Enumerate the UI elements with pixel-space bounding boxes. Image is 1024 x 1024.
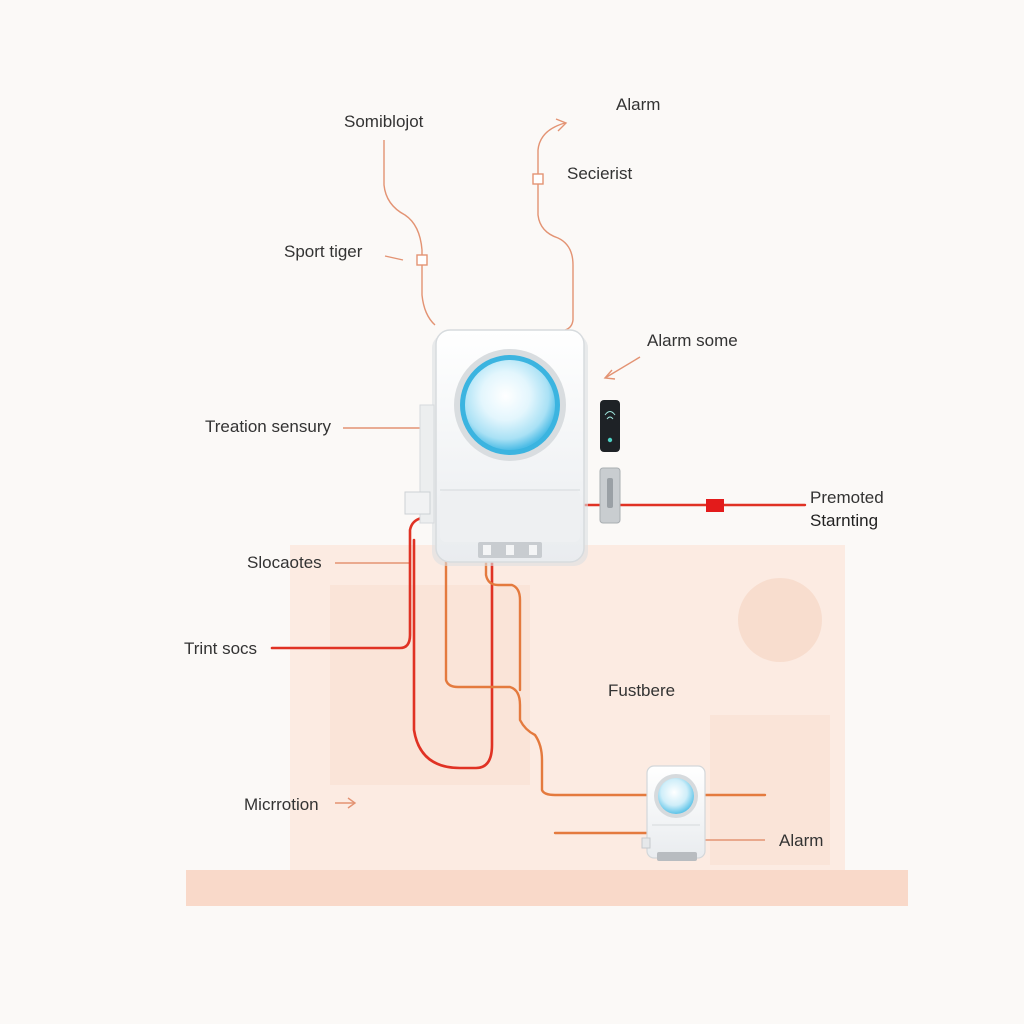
keypad-light: [607, 437, 613, 443]
callout-node-sport-tiger: [416, 254, 428, 266]
terminal-screw-2: [506, 545, 514, 555]
callout-line-secierist: [537, 122, 574, 331]
siren-bottom-panel: [440, 490, 580, 542]
callout-arrow-alarm-top: [555, 118, 568, 132]
label-alarm-top: Alarm: [616, 95, 660, 114]
label-fustbere: Fustbere: [608, 681, 675, 700]
diagram-labels: Somiblojot Alarm Secierist Sport tiger A…: [184, 95, 884, 850]
siren-side-clip: [404, 491, 431, 515]
label-secierist: Secierist: [567, 164, 632, 183]
small-sensor-base: [657, 852, 697, 861]
callout-line-sport-tiger: [384, 255, 404, 261]
wire-premoted-node: [706, 499, 724, 512]
label-premoted: Premoted: [810, 488, 884, 507]
label-trint-socs: Trint socs: [184, 639, 257, 658]
small-sensor-clip: [641, 837, 651, 849]
main-alarm-siren[interactable]: [404, 329, 588, 566]
label-alarm-some: Alarm some: [647, 331, 738, 350]
small-alarm-sensor-icon: [658, 778, 694, 814]
small-alarm-sensor[interactable]: [641, 765, 706, 861]
background-scene: [186, 545, 908, 906]
alarm-siren-icon: [465, 360, 555, 450]
terminal-screw-3: [529, 545, 537, 555]
label-somiblojot: Somiblojot: [344, 112, 424, 131]
callout-node-secierist: [532, 173, 544, 185]
peach-panel-inner: [330, 585, 530, 785]
wireless-keypad-icon: [600, 400, 620, 452]
callout-lines: [335, 118, 765, 841]
wire-orange-2: [484, 553, 522, 692]
door-contact-sensor[interactable]: [599, 467, 621, 524]
label-slocaotes: Slocaotes: [247, 553, 322, 572]
label-micrrotion: Micrrotion: [244, 795, 319, 814]
label-treation-sensury: Treation sensury: [205, 417, 331, 436]
label-starnting: Starnting: [810, 511, 878, 530]
terminal-screw-1: [483, 545, 491, 555]
wireless-keypad[interactable]: [600, 400, 620, 452]
callout-line-somiblojot: [383, 140, 436, 326]
wire-red-loop: [412, 538, 494, 770]
callout-arrow-alarm-some: [603, 369, 616, 380]
fan-decor: [738, 578, 822, 662]
floor-band: [186, 870, 908, 906]
keypad-signal: [604, 411, 616, 420]
label-sport-tiger: Sport tiger: [284, 242, 363, 261]
wire-trint-socs: [270, 516, 424, 650]
callout-line-alarm-some: [604, 356, 641, 379]
callout-arrow-micrrotion: [347, 797, 357, 809]
label-alarm-bottom: Alarm: [779, 831, 823, 850]
door-sensor-strip: [607, 478, 613, 508]
wires: [270, 499, 807, 835]
wire-orange-1: [444, 558, 767, 797]
